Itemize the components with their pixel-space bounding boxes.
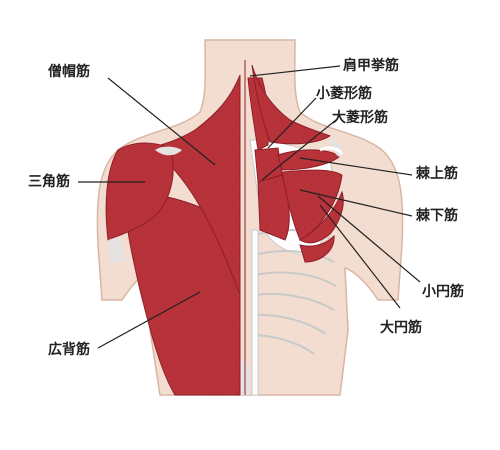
label-infraspinatus: 棘下筋: [416, 208, 458, 224]
leader-teres-major: [319, 204, 401, 309]
leader-supraspinatus: [299, 157, 413, 176]
leader-trapezius: [107, 77, 216, 166]
label-supraspinatus: 棘上筋: [416, 166, 458, 182]
label-rhomboid-minor: 小菱形筋: [316, 86, 372, 102]
left-muscles: [105, 74, 241, 396]
teres-minor-shape: [299, 190, 344, 244]
leader-rhomboid-minor: [267, 97, 317, 149]
teres-major-shape: [299, 234, 335, 263]
label-rhomboid-major: 大菱形筋: [332, 110, 388, 126]
leader-rhomboid-major: [261, 119, 337, 181]
leader-infraspinatus: [299, 189, 413, 217]
label-levator-scapulae: 肩甲挙筋: [343, 58, 399, 74]
leader-levator-scapulae: [249, 65, 341, 77]
label-trapezius: 僧帽筋: [48, 64, 90, 80]
label-teres-minor: 小円筋: [422, 284, 464, 300]
label-deltoid: 三角筋: [28, 174, 70, 190]
label-latissimus-dorsi: 広背筋: [48, 342, 90, 358]
label-teres-major: 大円筋: [380, 320, 422, 336]
leader-latissimus-dorsi: [97, 291, 201, 349]
leader-teres-minor: [317, 195, 421, 283]
leader-lines: [78, 65, 421, 349]
